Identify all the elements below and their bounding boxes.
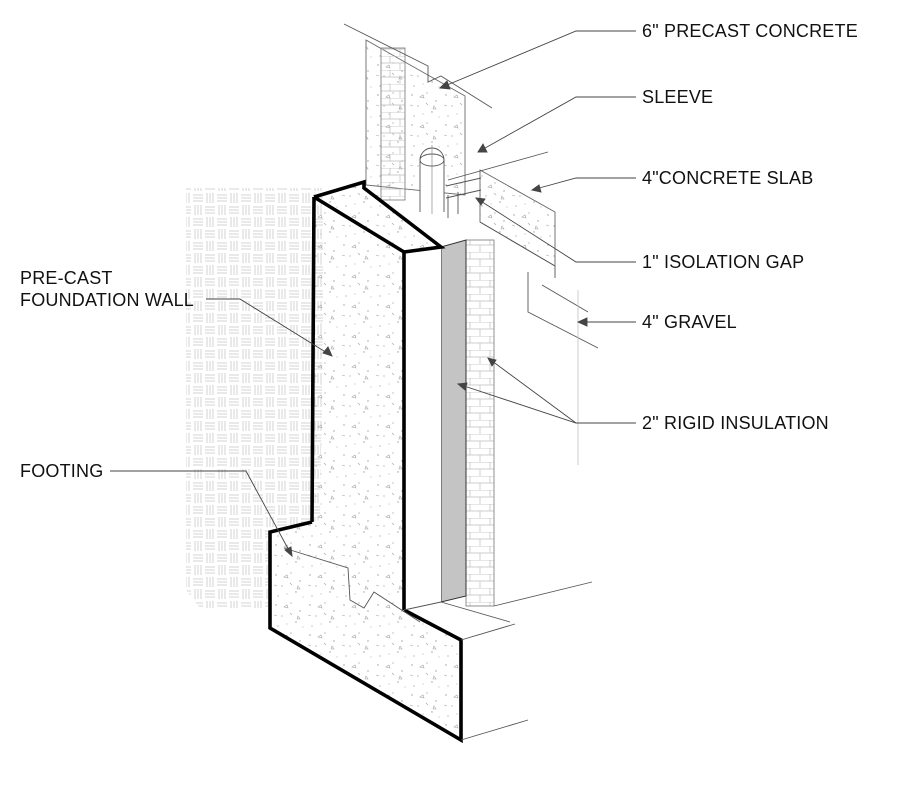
leader-insulation-2 [487, 357, 577, 424]
soil-hatch [186, 188, 325, 608]
label-isolation-gap: 1" ISOLATION GAP [642, 252, 805, 272]
precast-foundation-wall [310, 179, 446, 610]
leader-foundation [206, 298, 333, 357]
gravel [527, 272, 599, 465]
label-concrete-slab: 4"CONCRETE SLAB [642, 168, 814, 188]
footing [268, 520, 529, 744]
arrow-insulation-icon [456, 382, 468, 391]
arrow-sleeve-icon [477, 143, 488, 153]
label-sleeve: SLEEVE [642, 87, 714, 107]
leader-sleeve [477, 96, 636, 153]
arrow-foundation-icon [322, 346, 333, 357]
arrowheads [284, 80, 588, 558]
label-foundation-wall-line1: PRE-CAST [20, 268, 113, 288]
leader-isolation [475, 197, 636, 263]
rigid-insulation [440, 239, 467, 603]
label-gravel: 4" GRAVEL [642, 312, 737, 332]
arrow-slab-icon [530, 184, 542, 193]
arrow-footing-icon [284, 546, 293, 558]
arrow-precast-icon [439, 80, 451, 90]
label-foundation-wall-line2: FOUNDATION WALL [20, 290, 195, 310]
label-precast-concrete: 6" PRECAST CONCRETE [642, 21, 858, 41]
label-rigid-insulation: 2" RIGID INSULATION [642, 413, 829, 433]
concrete-slab [447, 151, 556, 278]
sleeve [419, 145, 445, 214]
arrow-isolation-icon [475, 197, 486, 206]
leader-slab [531, 177, 636, 191]
arrow-insulation-2-icon [487, 357, 497, 367]
arrow-gravel-icon [576, 317, 588, 327]
inner-block-wall [465, 239, 495, 607]
leader-precast [439, 30, 636, 89]
leader-footing [110, 470, 293, 557]
label-footing: FOOTING [20, 461, 104, 481]
leader-lines [110, 30, 636, 557]
isolation-gap [445, 177, 482, 218]
